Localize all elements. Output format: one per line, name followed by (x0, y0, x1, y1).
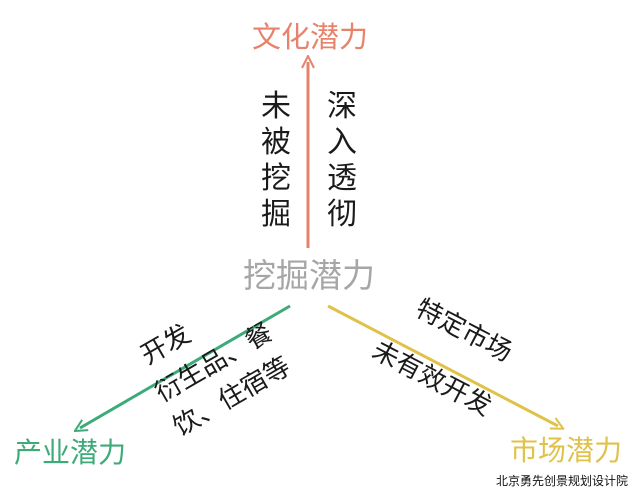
center-label: 挖掘潜力 (243, 256, 375, 295)
culture-right-char: 入 (327, 125, 357, 160)
market-notes: 特定市场 未有效开发 (367, 294, 517, 423)
culture-left-char: 未 (261, 89, 291, 124)
culture-left-char: 掘 (261, 197, 291, 232)
market-potential-label: 市场潜力 (510, 434, 622, 467)
culture-right-note: 深 入 透 彻 (327, 89, 357, 232)
culture-right-char: 深 (327, 89, 357, 124)
culture-left-note: 未 被 挖 掘 (261, 89, 291, 232)
arrow-to-industry (80, 304, 291, 428)
culture-left-char: 挖 (261, 161, 291, 196)
industry-notes: 开发 衍生品、餐 饮、住宿等 (136, 318, 296, 443)
culture-right-char: 彻 (327, 197, 357, 232)
watermark-text: 北京勇先创景规划设计院 (496, 473, 628, 488)
culture-right-char: 透 (327, 161, 357, 196)
culture-potential-label: 文化潜力 (252, 20, 368, 54)
industry-potential-label: 产业潜力 (14, 436, 126, 469)
culture-left-char: 被 (261, 125, 291, 160)
arrow-to-market (327, 304, 558, 426)
